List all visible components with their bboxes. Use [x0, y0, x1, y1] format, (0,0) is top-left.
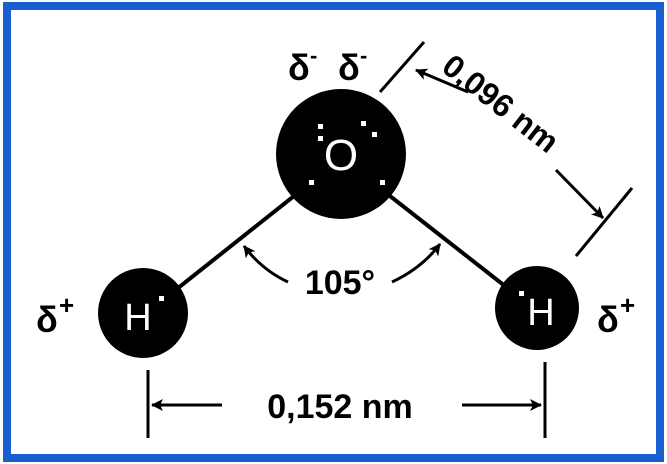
oxygen-charge-1: δ	[288, 47, 310, 88]
bond-angle-dimension: 105°	[242, 243, 442, 302]
svg-text:δ: δ	[36, 299, 58, 340]
hydrogen-right-symbol: H	[527, 292, 554, 334]
hydrogen-left-charge: δ +	[36, 290, 74, 340]
blue-frame	[3, 2, 664, 462]
hh-distance-label: 0,152 nm	[267, 388, 413, 426]
oxygen-symbol: O	[324, 131, 358, 180]
hydrogen-left-symbol: H	[124, 297, 151, 339]
hydrogen-right-atom: H	[495, 266, 579, 350]
bond-left	[166, 194, 296, 298]
bond-right	[388, 194, 512, 292]
hh-distance-dimension: 0,152 nm	[146, 362, 547, 438]
svg-text:+: +	[620, 290, 635, 320]
oxygen-charge-2-sign: -	[360, 43, 367, 68]
oxygen-charge-1-sign: -	[310, 43, 317, 68]
bond-length-dimension: 0,096 nm	[378, 41, 634, 257]
svg-text:+: +	[59, 290, 74, 320]
oxygen-charge-2: δ	[338, 47, 360, 88]
oxygen-atom: O	[276, 89, 406, 219]
hydrogen-right-charge: δ +	[597, 290, 635, 340]
hydrogen-left-atom: H	[98, 268, 188, 358]
bond-length-label: 0,096 nm	[436, 47, 566, 160]
bond-angle-label: 105°	[305, 264, 375, 302]
svg-text:δ: δ	[597, 299, 619, 340]
oxygen-charges: δ - δ -	[288, 43, 367, 88]
